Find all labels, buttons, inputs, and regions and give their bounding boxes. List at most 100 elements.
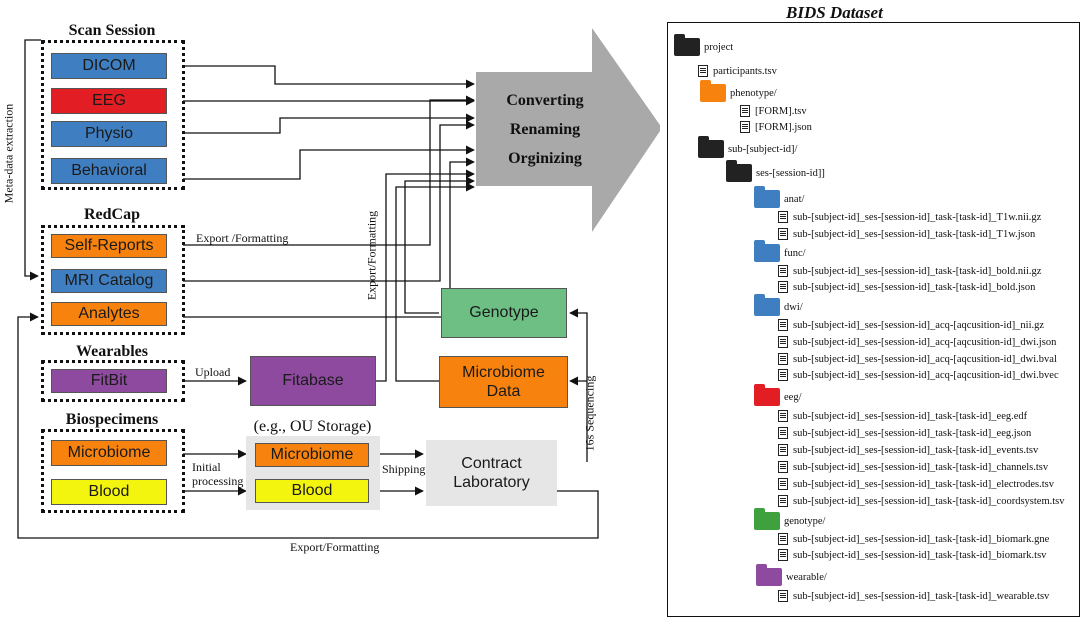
file-icon	[778, 478, 788, 490]
bids-file-row: sub-[subject-id]_ses-[session-id]_task-[…	[778, 531, 1049, 547]
microbiome-storage-box: Microbiome	[255, 443, 369, 467]
bids-file-row: [FORM].tsv	[740, 103, 807, 119]
bids-entry-label: sub-[subject-id]_ses-[session-id]_task-[…	[793, 590, 1050, 602]
bids-entry-label: [FORM].json	[755, 121, 812, 133]
file-icon	[778, 336, 788, 348]
bids-entry-label: anat/	[784, 193, 805, 205]
bids-folder-row: project	[674, 34, 733, 56]
bids-file-row: sub-[subject-id]_ses-[session-id]_task-[…	[778, 459, 1048, 475]
bids-file-row: sub-[subject-id]_ses-[session-id]_task-[…	[778, 588, 1049, 604]
self-reports-box: Self-Reports	[51, 234, 167, 258]
initial-processing-label: Initial processing	[192, 460, 244, 488]
bids-entry-label: eeg/	[784, 391, 802, 403]
analytes-box: Analytes	[51, 302, 167, 326]
bids-entry-label: sub-[subject-id]_ses-[session-id]_task-[…	[793, 461, 1049, 473]
bids-entry-label: sub-[subject-id]_ses-[session-id]_task-[…	[793, 228, 1036, 240]
file-icon	[778, 265, 788, 277]
bids-entry-label: participants.tsv	[713, 65, 777, 77]
bids-folder-row: dwi/	[754, 294, 803, 316]
bids-entry-label: dwi/	[784, 301, 803, 313]
bids-folder-row: genotype/	[754, 508, 826, 530]
bids-title: BIDS Dataset	[786, 3, 883, 22]
bids-file-row: [FORM].json	[740, 119, 812, 135]
renaming-label: Renaming	[509, 121, 581, 138]
metadata-extraction-label: Meta-data extraction	[1, 103, 16, 204]
bids-file-row: sub-[subject-id]_ses-[session-id]_task-[…	[778, 263, 1041, 279]
bids-entry-label: sub-[subject-id]_ses-[session-id]_acq-[a…	[793, 369, 1059, 381]
bids-entry-label: sub-[subject-id]/	[728, 143, 798, 155]
bids-entry-label: wearable/	[786, 571, 827, 583]
file-icon	[778, 495, 788, 507]
redcap-title: RedCap	[83, 206, 140, 223]
folder-icon	[754, 384, 780, 406]
bids-file-row: sub-[subject-id]_ses-[session-id]_task-[…	[778, 547, 1046, 563]
fitbit-box: FitBit	[51, 369, 167, 393]
file-icon	[778, 427, 788, 439]
bids-folder-row: phenotype/	[700, 80, 777, 102]
behavioral-box: Behavioral	[51, 158, 167, 184]
file-icon	[778, 461, 788, 473]
genotype-box: Genotype	[441, 288, 567, 338]
microbiome-data-box: Microbiome Data	[439, 356, 568, 408]
bids-entry-label: sub-[subject-id]_ses-[session-id]_task-[…	[793, 495, 1065, 507]
bids-entry-label: sub-[subject-id]_ses-[session-id]_task-[…	[793, 281, 1036, 293]
organizing-label: Orginizing	[508, 150, 582, 167]
export-formatting-vertical-label: Export/Formatting	[364, 210, 379, 301]
mri-catalog-box: MRI Catalog	[51, 269, 167, 293]
file-icon	[778, 281, 788, 293]
bids-entry-label: sub-[subject-id]_ses-[session-id]_task-[…	[793, 427, 1032, 439]
file-icon	[778, 410, 788, 422]
file-icon	[778, 211, 788, 223]
file-icon	[778, 369, 788, 381]
file-icon	[778, 533, 788, 545]
biospecimens-group	[41, 429, 185, 513]
bids-file-row: sub-[subject-id]_ses-[session-id]_task-[…	[778, 209, 1041, 225]
bids-file-row: sub-[subject-id]_ses-[session-id]_task-[…	[778, 425, 1031, 441]
bids-entry-label: func/	[784, 247, 806, 259]
bids-folder-row: sub-[subject-id]/	[698, 136, 798, 158]
file-icon	[778, 590, 788, 602]
bids-entry-label: sub-[subject-id]_ses-[session-id]_task-[…	[793, 533, 1050, 545]
biospecimens-title: Biospecimens	[65, 411, 159, 428]
folder-icon	[754, 508, 780, 530]
bids-entry-label: sub-[subject-id]_ses-[session-id]_task-[…	[793, 478, 1054, 490]
folder-icon	[756, 564, 782, 586]
fitabase-box: Fitabase	[250, 356, 376, 406]
bids-entry-label: phenotype/	[730, 87, 777, 99]
bids-file-row: sub-[subject-id]_ses-[session-id]_task-[…	[778, 408, 1027, 424]
data-flow-diagram: Scan Session DICOM EEG Physio Behavioral…	[1, 22, 660, 554]
bids-entry-label: sub-[subject-id]_ses-[session-id]_task-[…	[793, 549, 1047, 561]
contract-laboratory-box: Contract Laboratory	[426, 440, 557, 506]
bids-entry-label: sub-[subject-id]_ses-[session-id]_task-[…	[793, 265, 1042, 277]
scan-session-group	[41, 40, 185, 190]
bids-entry-label: ses-[session-id]]	[756, 167, 825, 179]
bids-folder-row: func/	[754, 240, 806, 262]
blood-sample-box: Blood	[51, 479, 167, 505]
converting-label: Converting	[506, 92, 584, 109]
bids-file-row: sub-[subject-id]_ses-[session-id]_acq-[a…	[778, 317, 1044, 333]
storage-title: (e.g., OU Storage)	[253, 418, 372, 435]
bids-entry-label: sub-[subject-id]_ses-[session-id]_task-[…	[793, 410, 1028, 422]
file-icon	[778, 549, 788, 561]
bids-file-row: sub-[subject-id]_ses-[session-id]_acq-[a…	[778, 367, 1059, 383]
physio-box: Physio	[51, 121, 167, 147]
wearables-group	[41, 360, 185, 402]
bids-entry-label: sub-[subject-id]_ses-[session-id]_task-[…	[793, 444, 1039, 456]
folder-icon	[754, 240, 780, 262]
bids-folder-row: eeg/	[754, 384, 802, 406]
export-formatting-redcap-label: Export /Formatting	[196, 231, 289, 245]
bids-file-row: sub-[subject-id]_ses-[session-id]_task-[…	[778, 493, 1065, 509]
blood-storage-box: Blood	[255, 479, 369, 503]
folder-icon	[754, 294, 780, 316]
bids-folder-row: ses-[session-id]]	[726, 160, 825, 182]
bids-entry-label: sub-[subject-id]_ses-[session-id]_task-[…	[793, 211, 1042, 223]
sequencing-label: 16s Sequencing	[582, 375, 597, 452]
file-icon	[778, 319, 788, 331]
bids-folder-row: wearable/	[756, 564, 827, 586]
eeg-box: EEG	[51, 88, 167, 114]
bids-file-row: participants.tsv	[698, 63, 777, 79]
file-icon	[778, 444, 788, 456]
folder-icon	[698, 136, 724, 158]
dicom-box: DICOM	[51, 53, 167, 79]
bids-entry-label: genotype/	[784, 515, 826, 527]
